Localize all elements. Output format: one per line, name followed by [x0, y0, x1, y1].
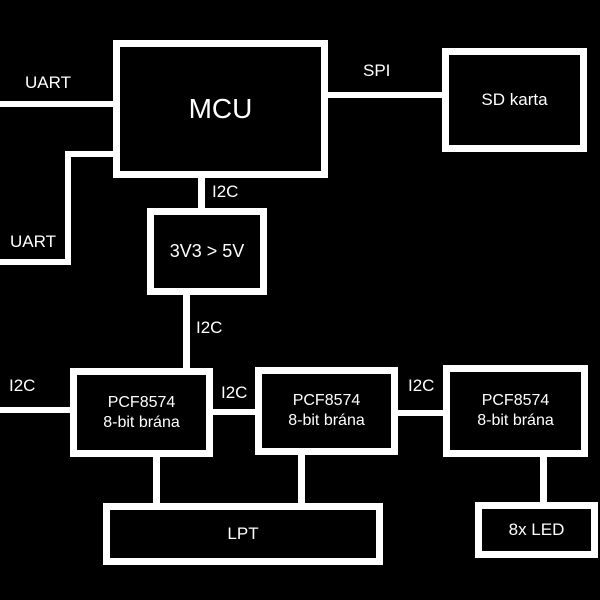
- i2c-converter-label: I2C: [196, 318, 223, 337]
- i2c-mcu-label: I2C: [212, 182, 239, 201]
- uart-mid-label: UART: [10, 232, 56, 251]
- sd-card-block: SD karta: [442, 48, 587, 152]
- i2c-expander2-3-label: I2C: [408, 376, 435, 395]
- level-converter-block: 3V3 > 5V: [147, 208, 267, 295]
- i2c-expander1-2-label: I2C: [221, 383, 248, 402]
- uart-mid-line-vertical-segment: [65, 151, 71, 265]
- expander3-block: PCF8574 8-bit brána: [443, 365, 588, 457]
- expander3-name: PCF8574: [481, 392, 550, 409]
- expander2-desc: 8-bit brána: [288, 412, 365, 429]
- lpt-block: LPT: [103, 503, 383, 565]
- led-label: 8x LED: [508, 520, 565, 539]
- i2c-left-bus-label: I2C: [9, 376, 36, 395]
- expander1-to-lpt-line: [153, 457, 160, 503]
- expander1-name: PCF8574: [107, 393, 176, 411]
- expander2-to-lpt-line: [298, 455, 305, 503]
- level-converter-label: 3V3 > 5V: [169, 241, 245, 261]
- sd-card-label: SD karta: [481, 90, 548, 109]
- i2c-expander2-to-expander3-line: [398, 410, 443, 416]
- uart-top-label: UART: [25, 73, 71, 92]
- i2c-left-bus-line: [0, 407, 70, 413]
- expander2-name: PCF8574: [292, 392, 361, 409]
- uart-mid-line-bottom-segment: [0, 259, 71, 265]
- expander3-to-led-line: [540, 457, 547, 502]
- lpt-label: LPT: [227, 524, 259, 543]
- spi-label: SPI: [363, 61, 391, 80]
- mcu-block: MCU: [113, 40, 328, 178]
- i2c-mcu-to-converter-line: [198, 178, 205, 208]
- led-block: 8x LED: [475, 502, 598, 558]
- uart-top-line: [0, 101, 113, 107]
- expander2-block: PCF8574 8-bit brána: [255, 367, 398, 455]
- expander3-desc: 8-bit brána: [477, 412, 554, 429]
- spi-line: [328, 92, 442, 98]
- expander1-desc: 8-bit brána: [103, 413, 180, 431]
- i2c-converter-to-expander1-line: [183, 295, 190, 368]
- i2c-expander1-to-expander2-line: [213, 409, 255, 415]
- mcu-label: MCU: [188, 93, 253, 124]
- expander1-block: PCF8574 8-bit brána: [70, 368, 213, 457]
- uart-mid-line-top-segment: [65, 151, 113, 157]
